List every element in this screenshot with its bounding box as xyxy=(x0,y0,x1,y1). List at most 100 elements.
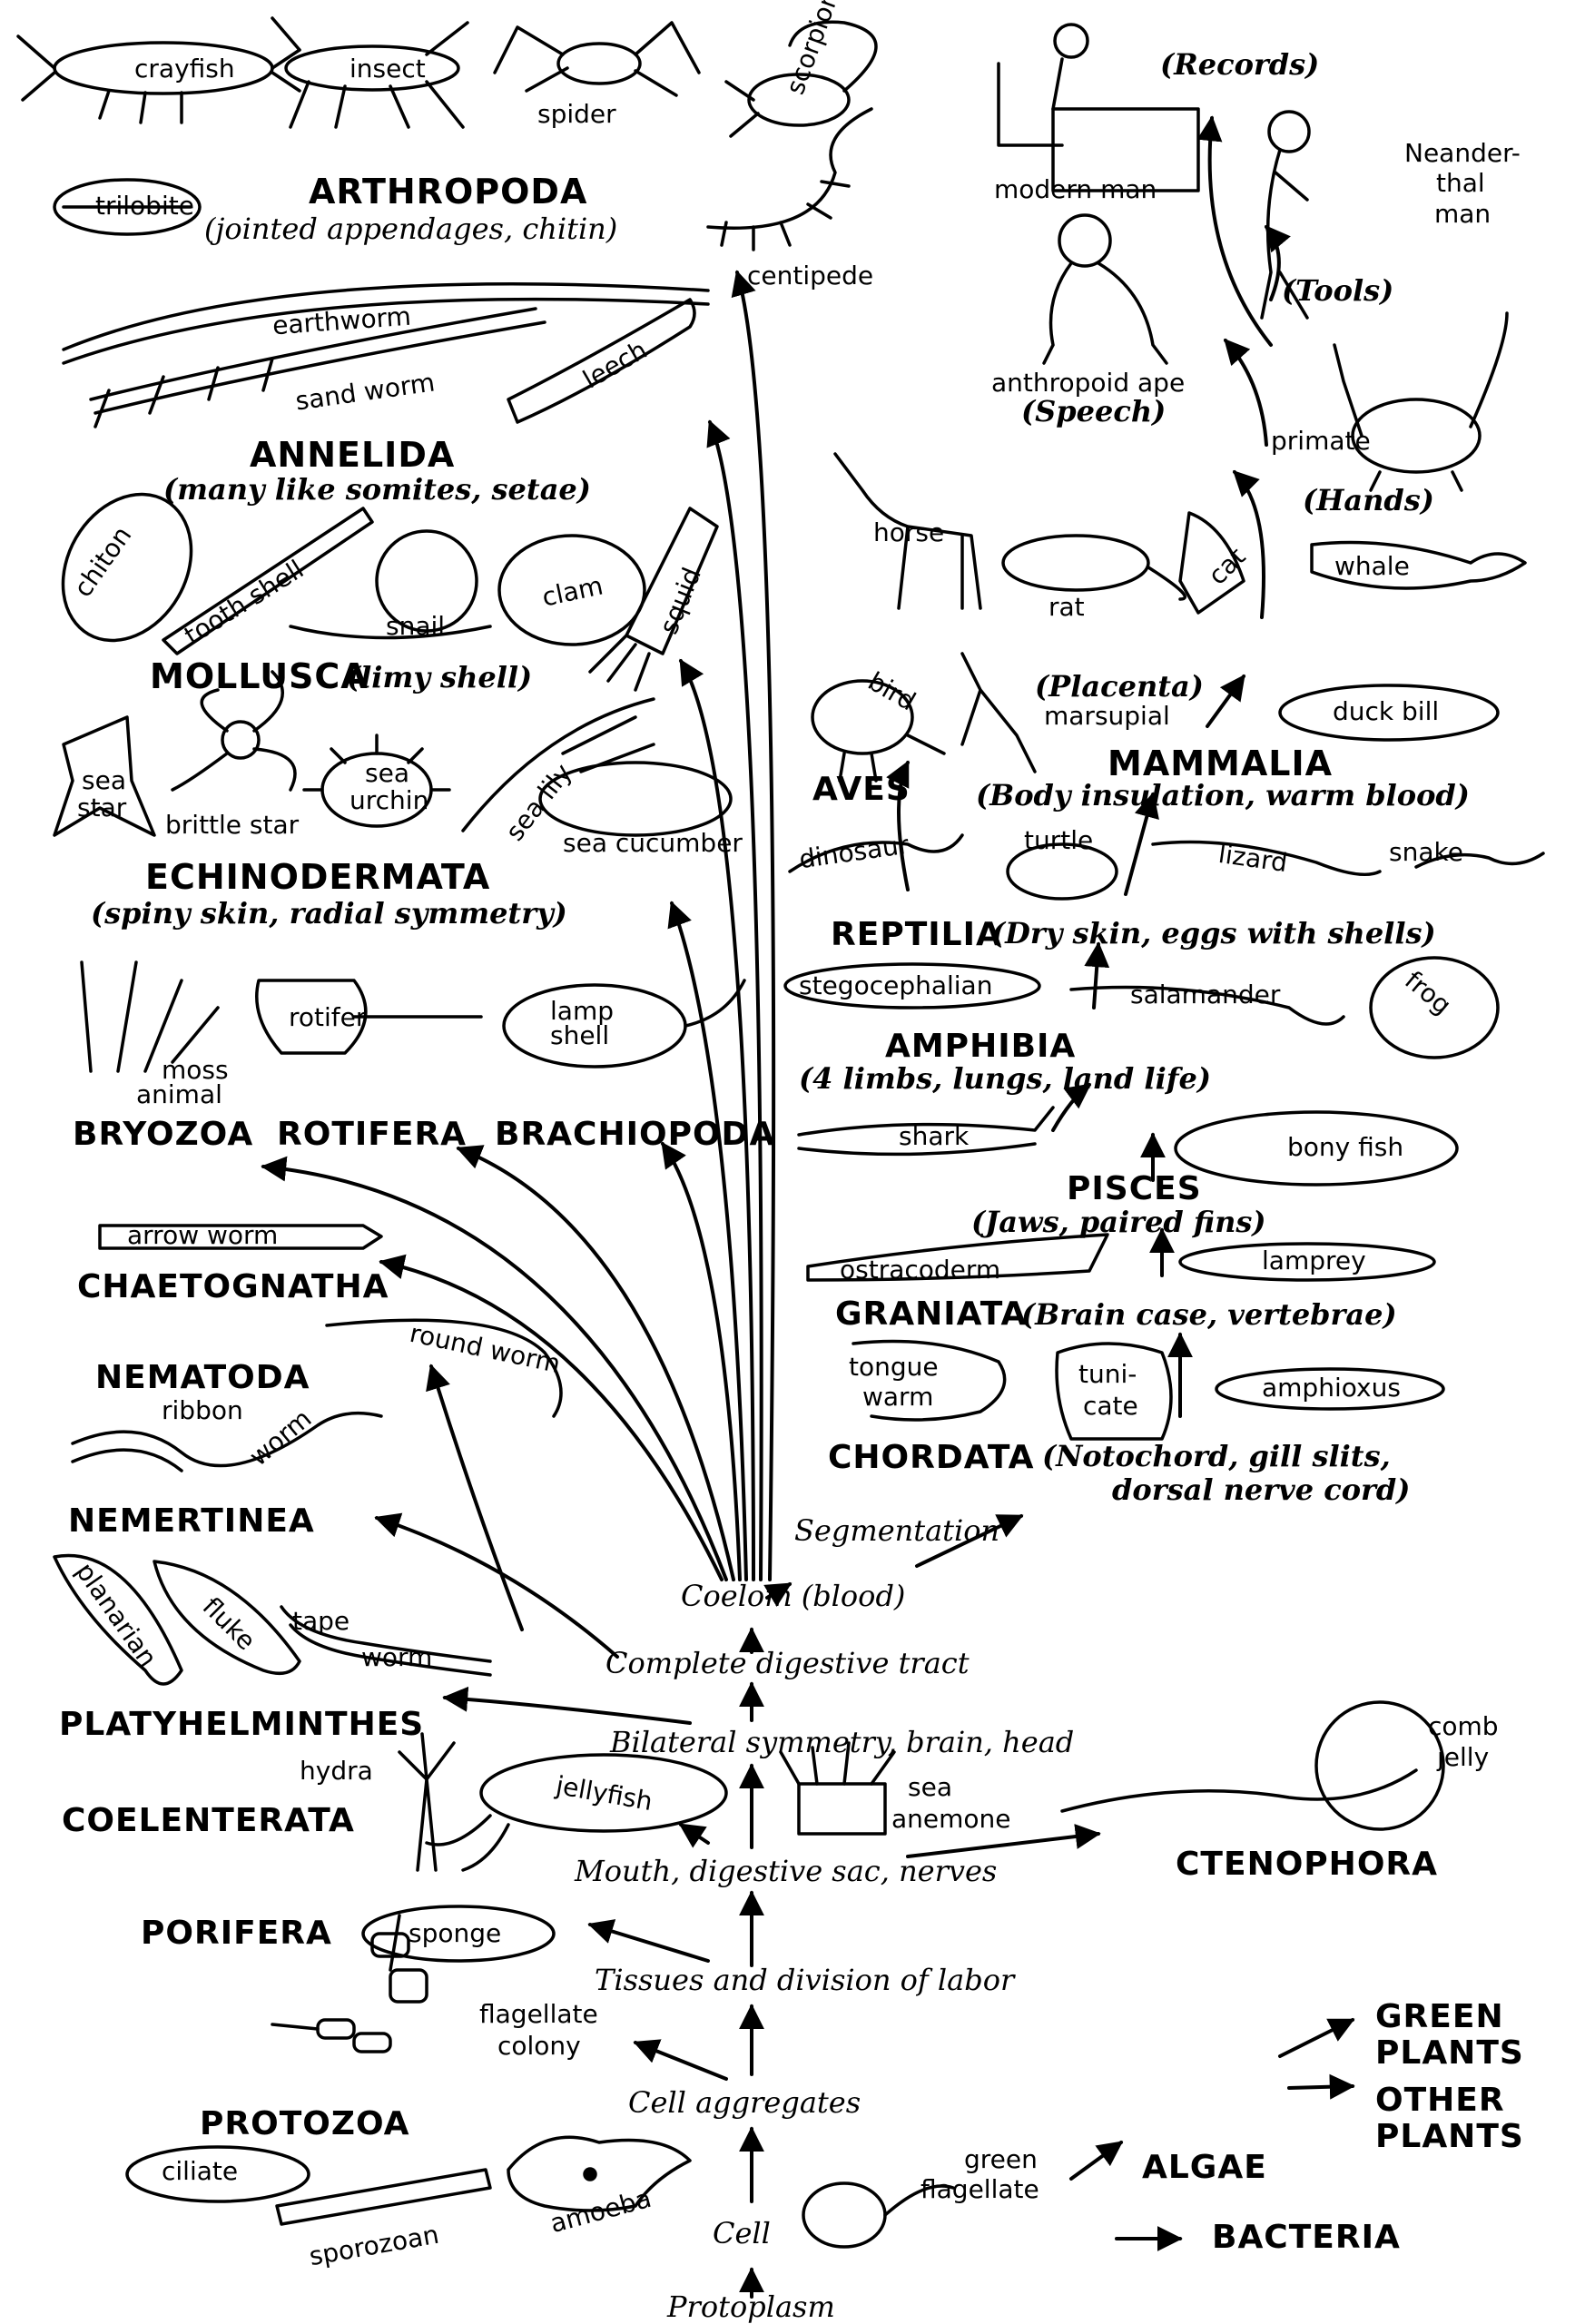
label-bony-fish: bony fish xyxy=(1287,1132,1404,1162)
label-tongue-worm-line2: warm xyxy=(862,1382,934,1412)
label-lamprey: lamprey xyxy=(1262,1246,1366,1275)
stage-bilateral: Bilateral symmetry, brain, head xyxy=(610,1725,1075,1759)
chiton-sketch xyxy=(61,492,193,643)
pisces-note: (Jaws, paired fins) xyxy=(971,1205,1266,1239)
phylum-mollusca: MOLLUSCA xyxy=(150,656,369,696)
primate-sketch xyxy=(1333,311,1509,492)
frog-sketch xyxy=(1369,956,1500,1059)
label-flagellate-colony-line1: flagellate xyxy=(479,1999,598,2029)
chordata-note-line2: dorsal nerve cord) xyxy=(1112,1472,1411,1507)
label-sea-anemone-line1: sea xyxy=(908,1772,952,1802)
tongue-worm-sketch xyxy=(852,1339,1007,1422)
group-other-plants-line1: OTHER xyxy=(1375,2082,1505,2119)
phylum-brachiopoda: BRACHIOPODA xyxy=(495,1116,776,1153)
organism-sketches xyxy=(16,16,1545,2249)
sponge-sketch xyxy=(361,1905,556,1963)
spider-sketch xyxy=(493,21,701,97)
arrow-to-porifera xyxy=(587,1919,710,1963)
graniata-note: (Brain case, vertebrae) xyxy=(1021,1297,1397,1332)
phylum-ctenophora: CTENOPHORA xyxy=(1176,1846,1438,1883)
fluke-sketch xyxy=(153,1560,301,1676)
label-green-flagellate-line1: green xyxy=(964,2144,1038,2174)
arrow-segmentation-chordata xyxy=(915,1514,1024,1568)
label-rotifer: rotifer xyxy=(289,1002,367,1032)
arrow-worm-sketch xyxy=(98,1224,383,1250)
label-amphioxus: amphioxus xyxy=(1262,1373,1401,1403)
tunicate-sketch xyxy=(1055,1342,1173,1441)
sea-anemone-sketch xyxy=(779,1741,896,1836)
ciliate-sketch xyxy=(125,2145,310,2203)
marsupial-sketch xyxy=(960,652,1037,773)
class-aves: AVES xyxy=(812,771,911,808)
label-anthropoid-ape: anthropoid ape xyxy=(991,368,1186,398)
arrow-to-platyhelminthes xyxy=(442,1686,692,1725)
label-sea-urchin-line2: urchin xyxy=(349,785,429,815)
label-neanderthal-line2: thal xyxy=(1436,168,1485,198)
arrow-to-coelenterata xyxy=(678,1823,710,1848)
label-sea-star-line1: sea xyxy=(82,765,126,795)
sporozoan-sketch xyxy=(275,2168,492,2226)
label-insect: insect xyxy=(349,54,426,84)
arrow-reptilia-mammalia xyxy=(1124,792,1159,896)
label-sea-star-line2: star xyxy=(77,793,127,822)
label-neanderthal-line3: man xyxy=(1434,199,1491,229)
centipede-sketch xyxy=(706,107,873,251)
arrow-to-other-plants xyxy=(1287,2073,1355,2100)
arrow-amphibia-reptilia xyxy=(1084,941,1110,1009)
phylum-echinodermata: ECHINODERMATA xyxy=(145,857,491,897)
arrow-to-annelida xyxy=(706,419,763,1581)
class-amphibia: AMPHIBIA xyxy=(885,1028,1077,1065)
arrow-to-chaetognatha xyxy=(379,1254,724,1581)
label-ciliate: ciliate xyxy=(162,2156,239,2186)
rat-sketch xyxy=(1001,534,1186,601)
arthropoda-note: (jointed appendages, chitin) xyxy=(204,212,618,246)
stegocephalian-sketch xyxy=(783,962,1041,1009)
label-flagellate-colony-line2: colony xyxy=(497,2031,581,2061)
echinodermata-note: (spiny skin, radial symmetry) xyxy=(91,896,567,931)
label-centipede: centipede xyxy=(747,261,874,290)
note-tools: (Tools) xyxy=(1282,273,1394,308)
planarian-sketch xyxy=(53,1553,183,1686)
label-sea-urchin-line1: sea xyxy=(365,758,409,788)
round-worm-sketch xyxy=(325,1318,563,1418)
amphioxus-sketch xyxy=(1215,1367,1445,1411)
label-tunicate-line1: tuni- xyxy=(1078,1359,1137,1389)
sea-urchin-sketch xyxy=(302,734,451,828)
class-reptilia: REPTILIA xyxy=(831,916,1002,953)
moss-animal-sketch xyxy=(80,960,220,1073)
modern-man-sketch xyxy=(997,23,1200,192)
amphibia-note: (4 limbs, lungs, land life) xyxy=(799,1061,1211,1096)
label-lamp-shell-line2: shell xyxy=(550,1020,610,1050)
arrow-reptilia-aves xyxy=(886,760,910,891)
label-turtle: turtle xyxy=(1024,825,1094,855)
stage-coelom: Coelom (blood) xyxy=(681,1579,906,1613)
whale-sketch xyxy=(1310,540,1527,590)
lamprey-sketch xyxy=(1178,1242,1436,1282)
label-rat: rat xyxy=(1048,592,1085,622)
brittle-star-sketch xyxy=(171,670,297,792)
turtle-sketch xyxy=(1006,842,1118,901)
trilobite-sketch xyxy=(53,178,202,236)
flagellate-colony-sketch xyxy=(271,1914,428,2053)
label-tape: tape xyxy=(292,1606,350,1636)
phylum-protozoa: PROTOZOA xyxy=(200,2105,410,2142)
note-records: (Records) xyxy=(1160,47,1320,82)
arrow-to-arthropoda xyxy=(731,270,776,1581)
group-green-plants-line1: GREEN xyxy=(1375,1998,1504,2035)
tooth-shell-sketch xyxy=(162,507,374,655)
arrow-to-nematoda xyxy=(426,1364,524,1631)
jellyfish-sketch xyxy=(425,1753,728,1872)
leech-sketch xyxy=(507,298,696,424)
stage-cell: Cell xyxy=(713,2216,771,2250)
phylum-chaetognatha: CHAETOGNATHA xyxy=(77,1268,389,1305)
arrow-to-rotifera xyxy=(456,1145,735,1581)
note-hands: (Hands) xyxy=(1303,483,1434,517)
label-spider: spider xyxy=(537,99,616,129)
label-stegocephalian: stegocephalian xyxy=(799,970,993,1000)
label-snake: snake xyxy=(1389,837,1463,867)
annelida-note: (many like somites, setae) xyxy=(163,472,591,507)
label-ostracoderm: ostracoderm xyxy=(840,1255,1001,1285)
squid-sketch xyxy=(588,507,719,692)
arrow-to-flagellate-colony xyxy=(633,2039,728,2081)
